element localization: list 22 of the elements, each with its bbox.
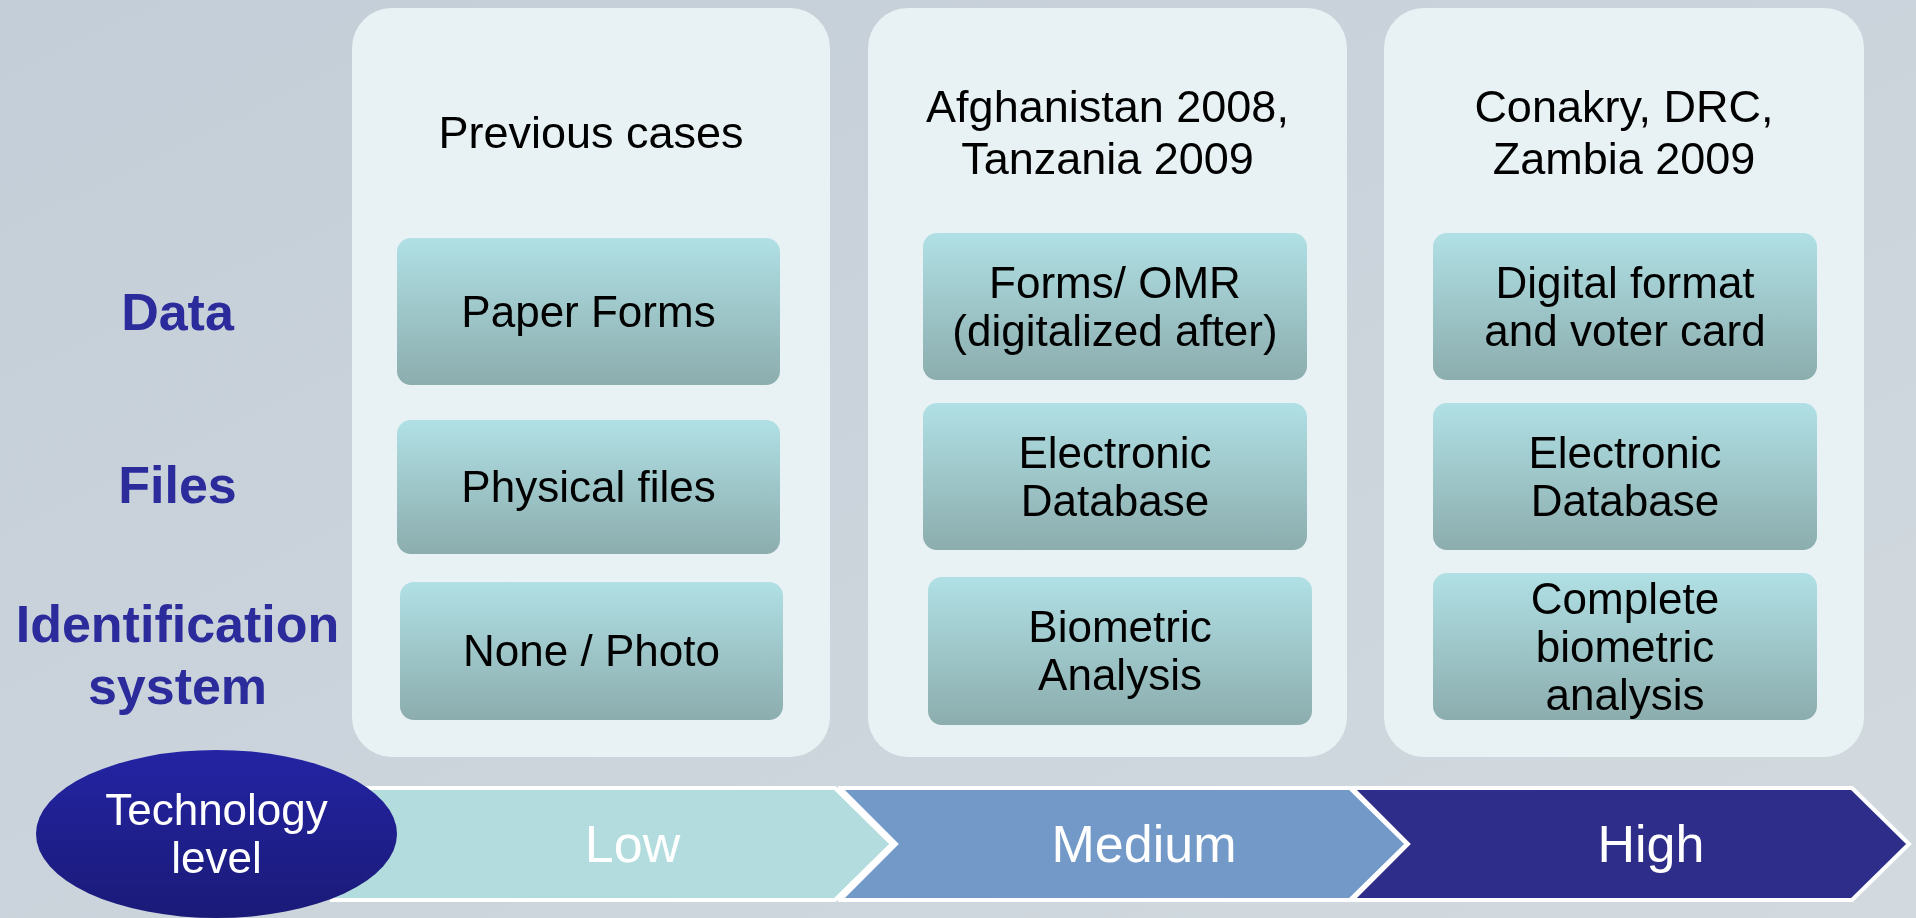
category-box: Digital format and voter card — [1433, 233, 1817, 380]
column-heading: Previous cases — [437, 106, 745, 160]
row-label: Files — [118, 455, 237, 516]
column-heading: Conakry, DRC, Zambia 2009 — [1473, 80, 1775, 186]
category-box: Electronic Database — [1433, 403, 1817, 550]
category-box: Complete biometric analysis — [1433, 573, 1817, 720]
category-box: None / Photo — [400, 582, 783, 720]
category-box: Physical files — [397, 420, 780, 554]
category-box: Electronic Database — [923, 403, 1307, 550]
level-label: Low — [584, 814, 681, 875]
category-box: Biometric Analysis — [928, 577, 1312, 725]
column-heading: Afghanistan 2008, Tanzania 2009 — [925, 80, 1290, 186]
column-panel — [352, 8, 830, 757]
level-label: High — [1597, 814, 1705, 875]
category-box: Forms/ OMR (digitalized after) — [923, 233, 1307, 380]
row-label: Data — [121, 282, 234, 343]
category-box: Paper Forms — [397, 238, 780, 385]
row-label: Identification system — [14, 594, 341, 717]
column-panel — [1384, 8, 1864, 757]
technology-level-ellipse: Technology level — [36, 750, 397, 918]
column-panel — [868, 8, 1347, 757]
level-label: Medium — [1051, 814, 1237, 875]
